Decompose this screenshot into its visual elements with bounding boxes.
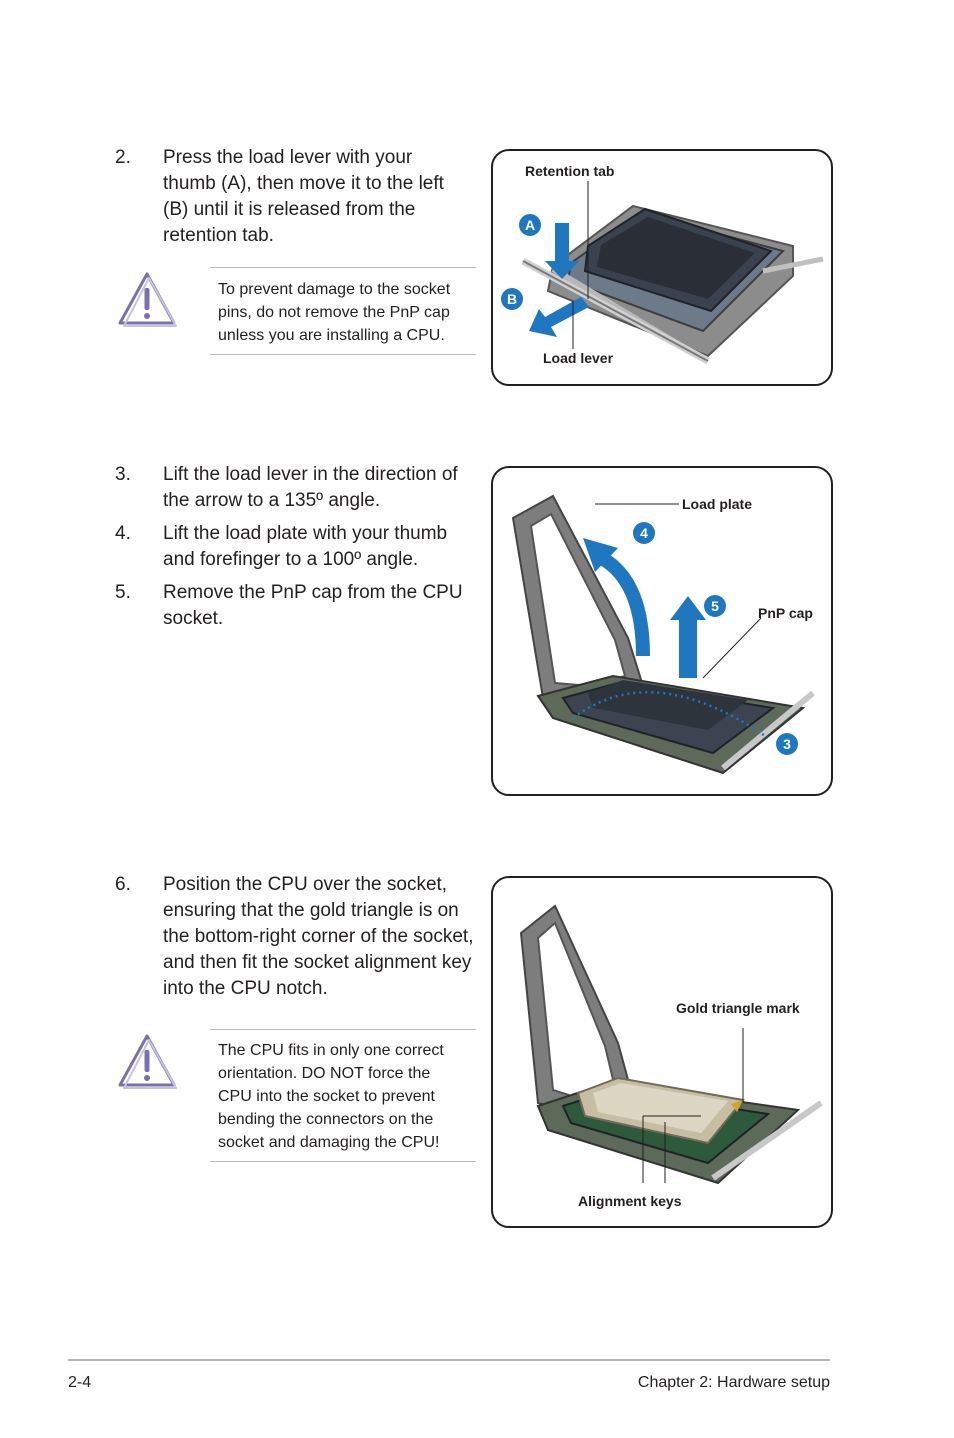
- warning-line: socket and damaging the CPU!: [218, 1134, 440, 1151]
- step-5: 5. Remove the PnP cap from the CPU socke…: [115, 580, 485, 632]
- socket-illustration-1: [521, 181, 824, 365]
- step-number: 5.: [115, 582, 131, 603]
- step-line: the arrow to a 135º angle.: [163, 490, 381, 511]
- footer-divider: [68, 1359, 830, 1361]
- socket-illustration-3: [519, 904, 823, 1185]
- step-text: Position the CPU over the socket, ensuri…: [163, 872, 474, 1002]
- step-text: Remove the PnP cap from the CPU socket.: [163, 580, 463, 632]
- warning-line: pins, do not remove the PnP cap: [218, 304, 450, 321]
- step-line: (B) until it is released from the: [163, 199, 416, 220]
- warning-triangle-icon: [116, 270, 178, 328]
- step-line: and forefinger to a 100º angle.: [163, 549, 419, 570]
- warning-line: orientation. DO NOT force the: [218, 1065, 431, 1082]
- step-line: thumb (A), then move it to the left: [163, 173, 444, 194]
- label-load-plate: Load plate: [682, 496, 753, 512]
- step-number: 6.: [115, 874, 131, 895]
- chapter-title: Chapter 2: Hardware setup: [637, 1374, 830, 1391]
- label-pnp-cap: PnP cap: [758, 605, 813, 621]
- warning-note-1: To prevent damage to the socket pins, do…: [210, 267, 476, 355]
- step-line: retention tab.: [163, 225, 274, 246]
- warning-note-2: The CPU fits in only one correct orienta…: [210, 1029, 476, 1162]
- step-line: Lift the load plate with your thumb: [163, 523, 448, 544]
- warning-line: To prevent damage to the socket: [218, 281, 451, 298]
- warning-text: The CPU fits in only one correct orienta…: [218, 1039, 444, 1154]
- step-line: Press the load lever with your: [163, 147, 413, 168]
- badge-5: 5: [704, 595, 726, 617]
- step-text: Press the load lever with your thumb (A)…: [163, 145, 444, 249]
- warning-line: The CPU fits in only one correct: [218, 1042, 444, 1059]
- badge-3: 3: [776, 733, 798, 755]
- step-line: and then fit the socket alignment key: [163, 952, 472, 973]
- step-line: ensuring that the gold triangle is on: [163, 900, 459, 921]
- warning-line: bending the connectors on the: [218, 1111, 434, 1128]
- warning-text: To prevent damage to the socket pins, do…: [218, 278, 450, 347]
- step-line: into the CPU notch.: [163, 978, 328, 999]
- figure-release-lever: Retention tab Load lever A B: [491, 149, 833, 386]
- badge-4: 4: [633, 522, 655, 544]
- step-line: Lift the load lever in the direction of: [163, 464, 458, 485]
- label-gold-triangle-mark: Gold triangle mark: [676, 1000, 800, 1016]
- step-number: 2.: [115, 147, 131, 168]
- step-text: Lift the load plate with your thumb and …: [163, 521, 447, 573]
- label-retention-tab: Retention tab: [525, 163, 615, 179]
- warning-line: unless you are installing a CPU.: [218, 327, 445, 344]
- step-3: 3. Lift the load lever in the direction …: [115, 462, 485, 514]
- page-number: 2-4: [68, 1374, 92, 1391]
- label-alignment-keys: Alignment keys: [578, 1193, 682, 1209]
- label-load-lever: Load lever: [543, 350, 614, 366]
- socket-illustration-2: [511, 494, 815, 775]
- figure-position-cpu: Gold triangle mark Alignment keys: [491, 876, 833, 1228]
- warning-triangle-icon: [116, 1032, 178, 1090]
- warning-line: CPU into the socket to prevent: [218, 1088, 435, 1105]
- step-number: 3.: [115, 464, 131, 485]
- step-2: 2. Press the load lever with your thumb …: [115, 145, 485, 255]
- step-line: socket.: [163, 608, 224, 629]
- step-6: 6. Position the CPU over the socket, ens…: [115, 872, 490, 1002]
- step-line: the bottom-right corner of the socket,: [163, 926, 474, 947]
- badge-a: A: [519, 214, 541, 236]
- step-4: 4. Lift the load plate with your thumb a…: [115, 521, 485, 573]
- step-line: Remove the PnP cap from the CPU: [163, 582, 463, 603]
- figure-lift-plate: Load plate PnP cap 4 5 3: [491, 466, 833, 796]
- step-number: 4.: [115, 523, 131, 544]
- badge-b: B: [501, 288, 523, 310]
- step-line: Position the CPU over the socket,: [163, 874, 448, 895]
- step-text: Lift the load lever in the direction of …: [163, 462, 458, 514]
